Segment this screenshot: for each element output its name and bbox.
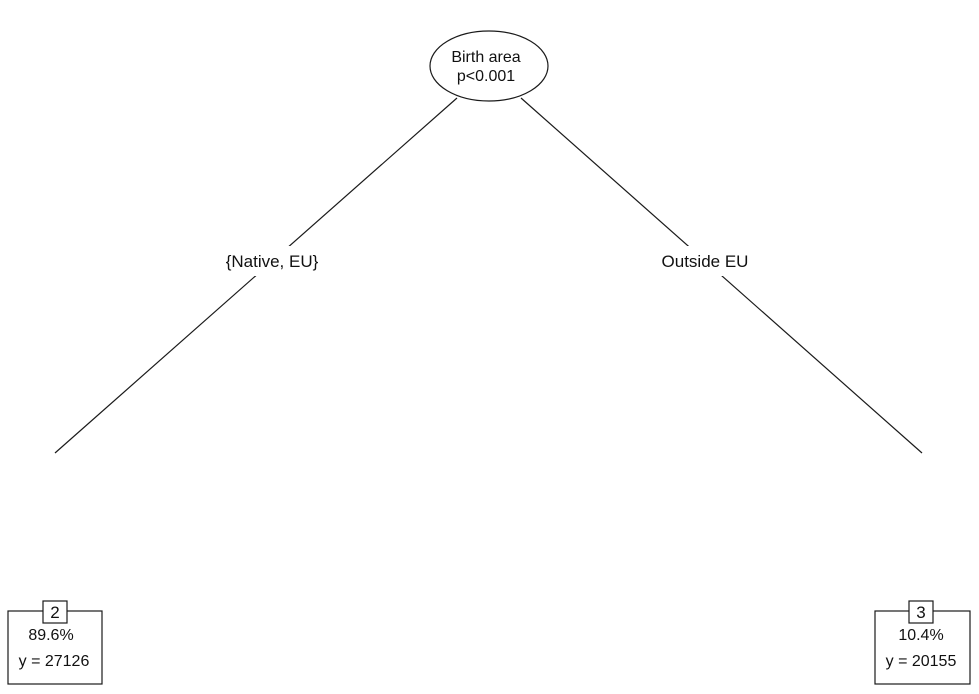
leaf-node-2: 2 89.6% y = 27126	[7, 600, 103, 685]
leaf-node-2-id: 2	[50, 603, 59, 622]
root-node-ellipse	[429, 30, 549, 102]
root-variable: Birth area	[451, 49, 520, 66]
edge-label-left: {Native, EU}	[212, 246, 332, 276]
leaf-node-3: 3 10.4% y = 20155	[874, 600, 971, 685]
leaf-node-2-id-box	[42, 600, 68, 624]
leaf-node-3-id: 3	[916, 603, 925, 622]
edge-label-left-text: {Native, EU}	[226, 252, 319, 271]
leaf-node-2-value: y = 27126	[19, 653, 90, 670]
root-node: Birth area p<0.001	[429, 30, 549, 102]
edge-label-right: Outside EU	[648, 246, 762, 276]
edge-label-right-text: Outside EU	[662, 252, 749, 271]
leaf-node-3-value: y = 20155	[886, 653, 957, 670]
leaf-node-3-percent: 10.4%	[898, 627, 943, 644]
leaf-node-2-percent: 89.6%	[28, 627, 73, 644]
root-pvalue: p<0.001	[457, 68, 515, 85]
leaf-node-3-id-box	[908, 600, 934, 624]
